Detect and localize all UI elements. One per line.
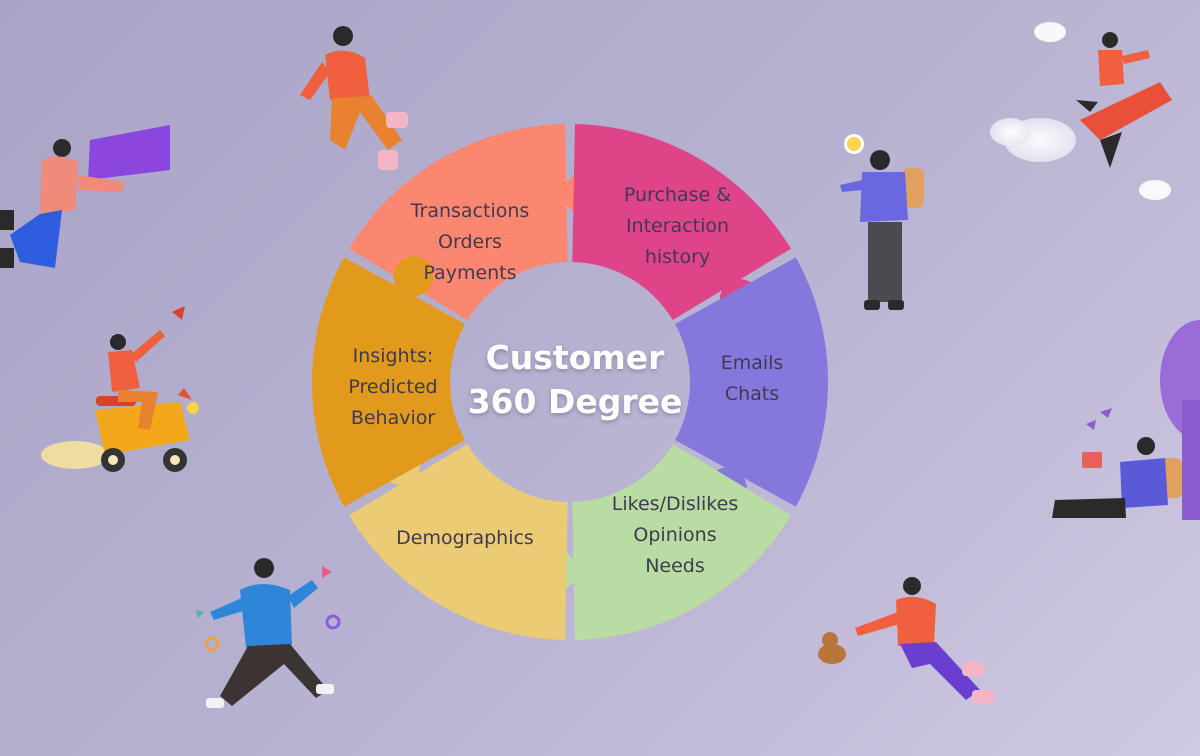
person-with-dog-illustration: [818, 577, 994, 704]
person-with-phone-illustration: [840, 134, 924, 310]
walking-person-illustration: [196, 558, 341, 708]
puzzle-piece-insights: [312, 257, 465, 507]
floating-person-illustration: [300, 26, 408, 170]
reading-person-illustration: [1052, 320, 1200, 520]
puzzle-piece-demographics: [349, 443, 568, 640]
puzzle-piece-purchase-history: [572, 124, 791, 321]
puzzle-piece-likes-dislikes: [572, 443, 791, 640]
puzzle-ring: [312, 124, 829, 640]
person-with-card-illustration: [0, 125, 170, 268]
rocket-rider-illustration: [990, 22, 1172, 200]
scooter-rider-illustration: [41, 306, 199, 472]
puzzle-knob-insights: [393, 256, 434, 297]
center-title: Customer 360 Degree: [467, 338, 683, 421]
puzzle-piece-emails-chats: [675, 257, 829, 507]
